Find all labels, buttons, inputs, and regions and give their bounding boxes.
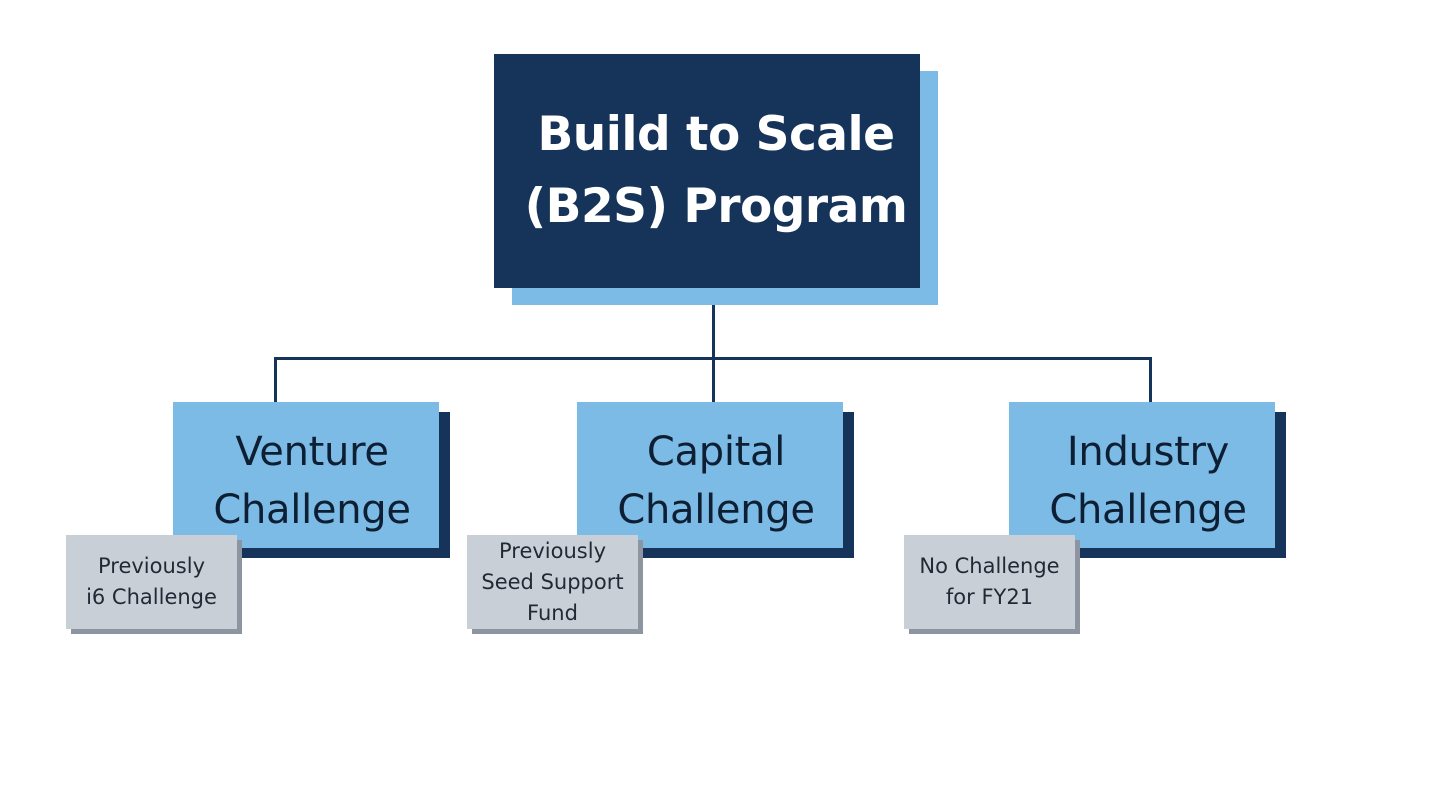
industry-challenge-node: Industry Challenge — [1009, 402, 1275, 548]
capital-note-label: Previously Seed Support Fund — [481, 536, 623, 629]
venture-challenge-line-2: Challenge — [213, 487, 411, 533]
industry-note-line-2: for FY21 — [945, 585, 1034, 609]
industry-challenge-line-2: Challenge — [1049, 487, 1247, 533]
capital-challenge-label: Capital Challenge — [617, 423, 815, 539]
root-node: Build to Scale (B2S) Program — [494, 54, 920, 288]
venture-challenge-node: Venture Challenge — [173, 402, 439, 548]
capital-note: Previously Seed Support Fund — [467, 535, 638, 629]
industry-note-label: No Challenge for FY21 — [919, 551, 1059, 613]
connector-right-vertical — [1149, 357, 1152, 402]
root-title-line-1: Build to Scale — [537, 107, 895, 162]
industry-note-line-1: No Challenge — [919, 554, 1060, 578]
venture-note-label: Previously i6 Challenge — [86, 551, 217, 613]
capital-note-line-1: Previously — [498, 538, 606, 563]
capital-challenge-node: Capital Challenge — [577, 402, 843, 548]
connector-left-vertical — [274, 357, 277, 402]
capital-note-line-2: Seed Support — [481, 569, 624, 594]
capital-challenge-line-2: Challenge — [617, 487, 815, 533]
root-title: Build to Scale (B2S) Program — [525, 99, 908, 243]
industry-note: No Challenge for FY21 — [904, 535, 1075, 629]
venture-note-line-1: Previously — [97, 554, 205, 578]
venture-challenge-line-1: Venture — [235, 429, 389, 475]
capital-challenge-line-1: Capital — [646, 429, 786, 475]
capital-note-line-3: Fund — [527, 600, 578, 625]
venture-challenge-label: Venture Challenge — [213, 423, 411, 539]
connector-root-vertical — [712, 288, 715, 402]
industry-challenge-label: Industry Challenge — [1049, 423, 1247, 539]
venture-note-line-2: i6 Challenge — [86, 585, 217, 609]
venture-note: Previously i6 Challenge — [66, 535, 237, 629]
connector-horizontal — [274, 357, 1152, 360]
root-title-line-2: (B2S) Program — [524, 179, 908, 234]
industry-challenge-line-1: Industry — [1066, 429, 1230, 475]
